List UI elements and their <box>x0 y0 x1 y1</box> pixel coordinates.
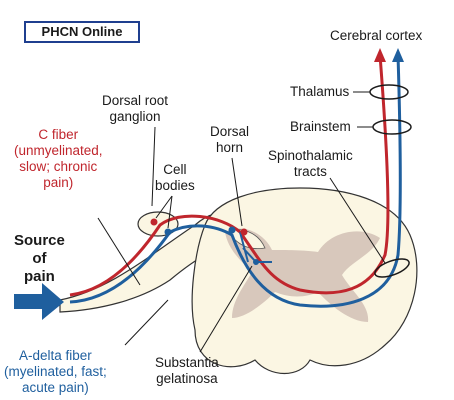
substantia-gelatinosa-label: Substantia gelatinosa <box>155 355 219 387</box>
c-fiber-line-3: slow; chronic <box>19 159 98 174</box>
cell-bodies-label: Cell bodies <box>155 162 195 194</box>
c-fiber-arrowhead <box>374 48 386 62</box>
source-of-pain-label: Source of pain <box>14 232 65 286</box>
source-line-1: Source <box>14 232 65 249</box>
brainstem-ring <box>372 119 412 135</box>
spinothalamic-line-1: Spinothalamic <box>268 148 353 163</box>
c-fiber-label: C fiber (unmyelinated, slow; chronic pai… <box>14 127 103 191</box>
brand-badge: PHCN Online <box>24 21 140 43</box>
dorsal-horn-synapse-red <box>240 228 248 236</box>
c-fiber-line-2: (unmyelinated, <box>14 143 103 158</box>
cell-bodies-line-1: Cell <box>163 162 187 177</box>
a-delta-fiber-path <box>69 54 402 308</box>
c-fiber-path <box>69 54 390 297</box>
gelatinosa-synapse-blue <box>253 259 259 265</box>
a-delta-fiber-arrowhead <box>392 48 404 62</box>
cell-bodies-line-2: bodies <box>155 178 195 193</box>
gray-matter <box>225 228 380 322</box>
substantia-line-1: Substantia <box>155 355 219 370</box>
dorsal-horn-line-1: Dorsal <box>210 124 250 139</box>
dorsal-root-line-2: ganglion <box>109 109 161 124</box>
c-fiber-cell-body <box>150 218 158 226</box>
dorsal-horn-synapse-blue <box>228 226 236 234</box>
spinothalamic-line-2: tracts <box>293 164 327 179</box>
cerebral-cortex-label: Cerebral cortex <box>330 28 423 43</box>
source-line-3: pain <box>24 268 55 285</box>
spinothalamic-tracts-label: Spinothalamic tracts <box>268 148 353 180</box>
source-of-pain-arrow <box>14 283 64 320</box>
a-delta-line-1: A-delta fiber <box>19 348 92 363</box>
a-delta-line-2: (myelinated, fast; <box>4 364 107 379</box>
a-delta-cell-body <box>164 228 172 236</box>
substantia-line-2: gelatinosa <box>156 371 218 386</box>
a-delta-line-3: acute pain) <box>22 380 89 395</box>
dorsal-horn-line-2: horn <box>215 140 244 155</box>
spinothalamic-ring <box>374 258 410 278</box>
leader-lines <box>97 91 386 353</box>
a-delta-fiber-label: A-delta fiber (myelinated, fast; acute p… <box>4 348 107 396</box>
source-line-2: of <box>32 250 47 267</box>
thalamus-label: Thalamus <box>290 84 350 99</box>
c-fiber-line-1: C fiber <box>38 127 79 142</box>
thalamus-ring <box>369 84 409 100</box>
brainstem-label: Brainstem <box>290 119 351 134</box>
dorsal-horn-label: Dorsal horn <box>210 124 249 156</box>
c-fiber-line-4: pain) <box>43 175 74 190</box>
dorsal-root-ganglion-label: Dorsal root ganglion <box>102 93 168 125</box>
dorsal-root-line-1: Dorsal root <box>102 93 169 108</box>
